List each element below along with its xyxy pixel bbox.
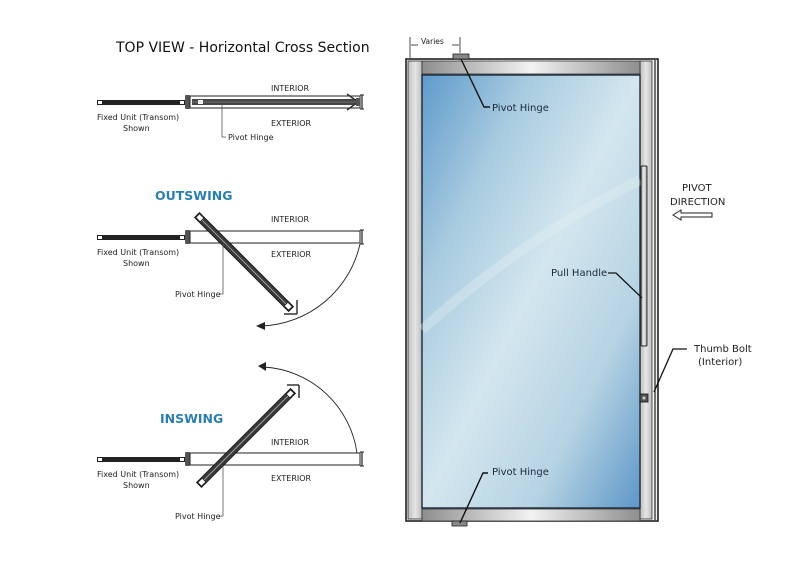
swing-arc [261,243,361,327]
inswing-top-view: INSWING INTERIOR EXTERIOR Fixed Unit (Tr… [97,362,364,521]
pull-handle [640,165,648,347]
left-stile [407,60,423,520]
fixed-unit-label: Fixed Unit (Transom) [97,248,179,257]
exterior-label: EXTERIOR [271,474,312,483]
pivot-hinge-bottom-label: Pivot Hinge [492,467,549,478]
fixed-unit-shown-label: Shown [123,124,150,133]
door-leaf-outswing [193,211,295,313]
pivot-direction-arrow-icon [672,209,713,221]
outswing-top-view: OUTSWING INTERIOR EXTERIOR Fixed Unit (T… [97,188,364,330]
closed-top-view: INTERIOR EXTERIOR Fixed Unit (Transom) S… [97,84,364,142]
bottom-pivot-hinge [451,520,468,527]
pivot-direction-label: PIVOT [682,183,713,194]
pivot-hinge-top-label: Pivot Hinge [492,103,549,114]
interior-label: INTERIOR [271,84,310,93]
pivot-hinge-label: Pivot Hinge [228,133,274,142]
fixed-unit-bar [97,235,185,240]
interior-label: INTERIOR [271,215,310,224]
pull-handle-label: Pull Handle [551,268,607,279]
fixed-unit-bar [97,457,185,462]
fixed-unit-bar [97,100,185,105]
interior-label: INTERIOR [271,438,310,447]
glass-panel [421,74,641,509]
door-opening [189,230,361,244]
exterior-label: EXTERIOR [271,119,312,128]
pivot-hinge-label: Pivot Hinge [175,290,221,299]
top-pivot-hinge [452,53,470,60]
pivot-direction-label-2: DIRECTION [670,197,725,208]
pivot-hinge-leader [221,104,226,138]
fixed-unit-label: Fixed Unit (Transom) [97,113,179,122]
fixed-unit-shown-label: Shown [123,259,150,268]
swing-arc [263,366,358,454]
outswing-heading: OUTSWING [155,188,232,203]
fixed-unit-endcap [185,95,190,109]
thumb-bolt-interior-label: (Interior) [698,357,742,368]
swing-arrowhead [258,362,266,371]
section-title: TOP VIEW - Horizontal Cross Section [115,40,370,56]
top-rail [421,60,641,75]
exterior-label: EXTERIOR [271,250,312,259]
fixed-unit-shown-label: Shown [123,481,150,490]
swing-arrowhead [256,322,265,330]
thumb-bolt-label: Thumb Bolt [693,344,752,355]
pivot-hinge-label: Pivot Hinge [175,512,221,521]
bottom-rail [421,508,641,522]
inswing-heading: INSWING [160,411,223,426]
varies-dimension-label: Varies [421,37,444,46]
door-elevation: Varies Pivot Hinge Pivot Hinge Pull Hand… [405,37,752,527]
door-leaf-inswing [195,387,297,489]
fixed-unit-label: Fixed Unit (Transom) [97,470,179,479]
